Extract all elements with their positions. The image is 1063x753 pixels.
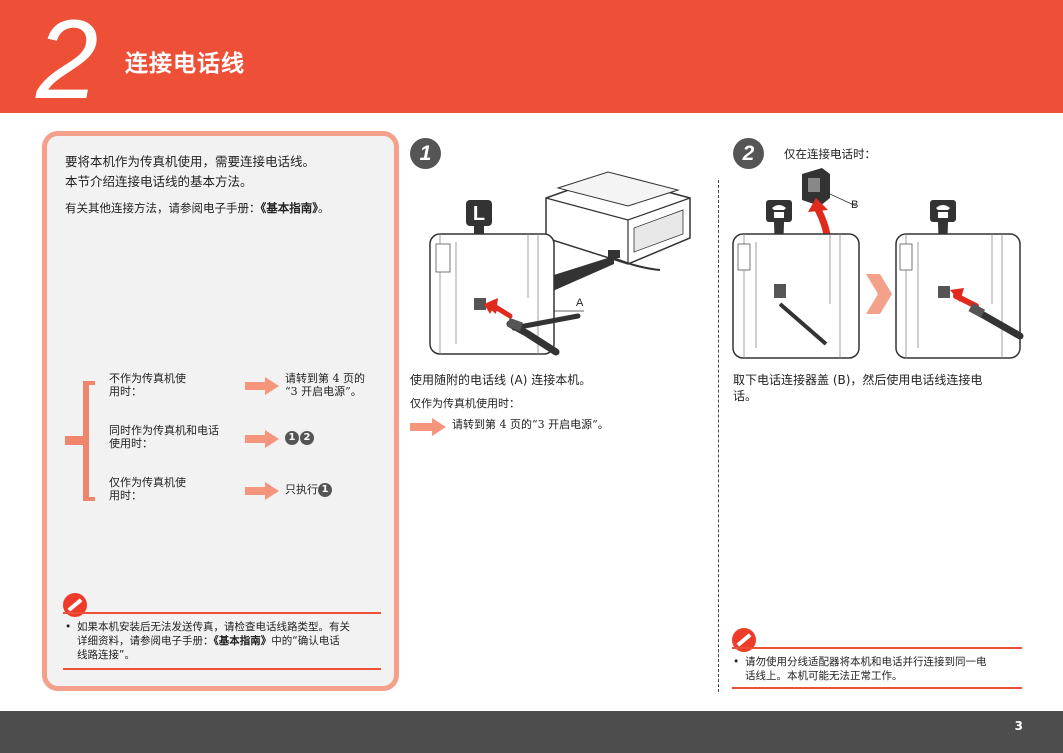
page-header: 2 连接电话线 xyxy=(0,0,1063,122)
option-label-no-fax: 不作为传真机使 用时： xyxy=(109,372,186,398)
step-1-icon: 1 xyxy=(285,431,299,445)
page-footer: 3 xyxy=(0,711,1063,753)
caution-divider-bottom xyxy=(732,687,1022,689)
overview-panel: 要将本机作为传真机使用，需要连接电话线。 本节介绍连接电话线的基本方法。 有关其… xyxy=(42,131,399,691)
phone-icon xyxy=(930,200,956,222)
option-label-fax-only: 仅作为传真机使 用时： xyxy=(109,476,186,502)
step-2-illustration: B xyxy=(732,168,1024,359)
step-2-badge: 2 xyxy=(733,138,764,169)
manual-ref-suffix: 。 xyxy=(318,201,330,215)
arrow-icon xyxy=(245,430,279,448)
page-number: 3 xyxy=(1014,719,1023,733)
step-1-badge: 1 xyxy=(410,138,441,169)
step-2-icon: 2 xyxy=(300,431,314,445)
step-1-subheading: 仅作为传真机使用时： xyxy=(410,397,520,410)
caution-divider xyxy=(63,612,381,614)
caution-divider-bottom xyxy=(63,668,381,670)
intro-text: 要将本机作为传真机使用，需要连接电话线。 本节介绍连接电话线的基本方法。 xyxy=(65,152,385,192)
section-title: 连接电话线 xyxy=(125,51,245,77)
callout-l-letter: L xyxy=(473,203,485,225)
cap-b-label: B xyxy=(851,199,858,211)
column-separator xyxy=(718,180,719,692)
next-chevron-icon xyxy=(866,274,892,314)
intro-line-2: 本节介绍连接电话线的基本方法。 xyxy=(65,174,253,189)
manual-reference: 有关其他连接方法，请参阅电子手册：《基本指南》。 xyxy=(65,200,385,216)
option-label-fax-and-phone: 同时作为传真机和电话 使用时： xyxy=(109,424,219,450)
options-bracket xyxy=(65,381,95,501)
callout-l-box xyxy=(466,200,492,226)
arrow-icon xyxy=(410,418,446,436)
step-1-goto: 请转到第 4 页的“3 开启电源”。 xyxy=(452,418,609,431)
phone-icon xyxy=(766,200,792,222)
step-1-instruction: 使用随附的电话线 (A) 连接本机。 xyxy=(410,373,592,387)
caution-note: • 如果本机安装后无法发送传真，请检查电话线路类型。有关 详细资料，请参阅电子手… xyxy=(65,621,350,661)
manual-ref-title: 《基本指南》 xyxy=(260,201,319,215)
step-1-icon: 1 xyxy=(318,483,332,497)
step-1-illustration: L A xyxy=(429,171,691,356)
printer-drawing xyxy=(545,171,691,271)
section-number: 2 xyxy=(36,0,99,122)
manual-ref-prefix: 有关其他连接方法，请参阅电子手册： xyxy=(65,201,261,215)
arrow-icon xyxy=(245,482,279,500)
step-2-instruction: 取下电话连接器盖 (B)，然后使用电话线连接电 话。 xyxy=(733,373,983,403)
step-2-heading: 仅在连接电话时： xyxy=(784,147,876,161)
intro-line-1: 要将本机作为传真机使用，需要连接电话线。 xyxy=(65,154,316,169)
zoom-frame-before xyxy=(732,233,860,359)
option-target-no-fax: 请转到第 4 页的 “3 开启电源”。 xyxy=(285,372,365,398)
step-2-caution-note: • 请勿使用分线适配器将本机和电话并行连接到同一电 话线上。本机可能无法正常工作… xyxy=(733,656,987,682)
arrow-icon xyxy=(245,377,279,395)
caution-divider xyxy=(732,647,1022,649)
cable-a-label: A xyxy=(576,297,584,309)
connector-cap-drawing xyxy=(802,168,830,206)
